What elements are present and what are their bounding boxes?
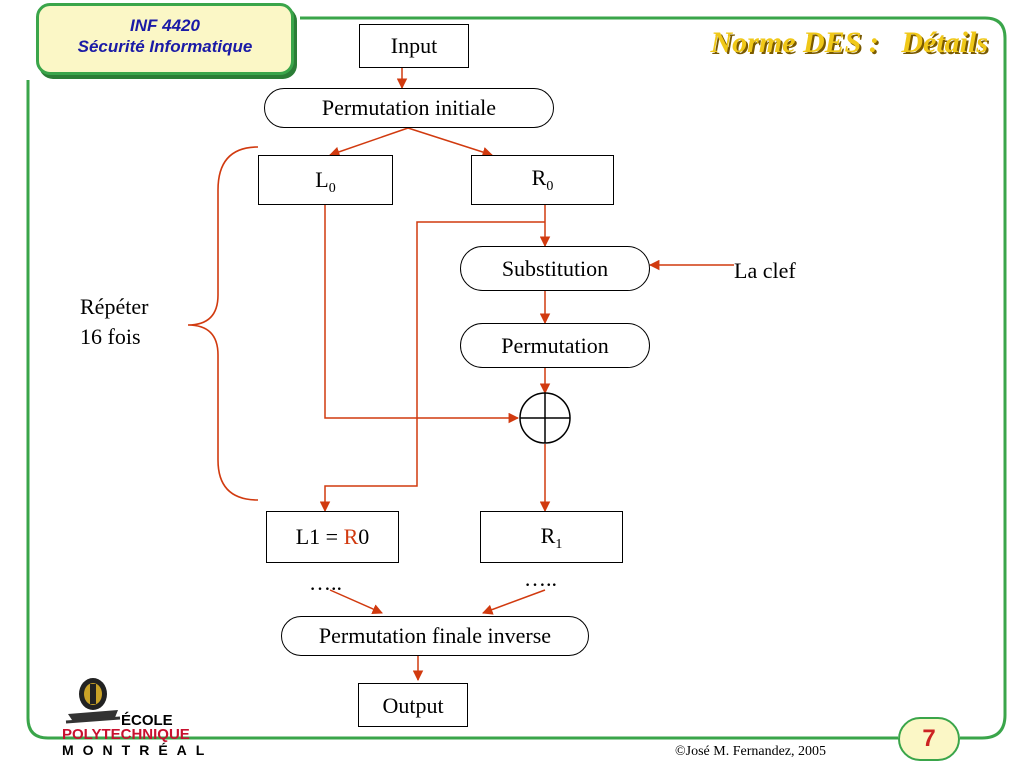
course-code: INF 4420	[130, 16, 200, 35]
l1-suffix: 0	[358, 524, 370, 549]
output-label: Output	[382, 693, 444, 718]
arrow-l0-to-xor	[324, 205, 520, 424]
l0-letter: L	[315, 167, 329, 192]
arrow-r0-to-l1	[319, 221, 545, 513]
initial-permutation-label: Permutation initiale	[321, 95, 497, 120]
r0-box: R0	[471, 155, 614, 205]
l0-index: 0	[328, 181, 336, 196]
substitution-box: Substitution	[460, 246, 650, 291]
r0-letter: R	[531, 165, 547, 190]
repeat-label-line2: 16 fois	[80, 324, 141, 349]
permutation-box: Permutation	[460, 323, 650, 368]
l1-highlight: R	[343, 524, 359, 549]
repeat-label: Répéter 16 fois	[80, 292, 148, 352]
slide-frame	[26, 16, 1007, 740]
arrow-ip-to-l0	[329, 127, 409, 157]
input-box: Input	[359, 24, 469, 68]
arrow-right-to-fp	[482, 589, 546, 615]
copyright: ©José M. Fernandez, 2005	[675, 744, 826, 759]
slide-title: Norme DES : Détails	[710, 26, 989, 59]
key-label: La clef	[734, 258, 796, 283]
r1-box: R1	[480, 511, 623, 563]
l0-box: L0	[258, 155, 393, 205]
repeat-label-line1: Répéter	[80, 294, 149, 319]
l1-box: L1 = R0	[266, 511, 399, 563]
arrow-ip-to-r0	[407, 127, 493, 158]
initial-permutation-box: Permutation initiale	[264, 88, 554, 128]
r1-index: 1	[555, 537, 563, 552]
r1-letter: R	[540, 523, 556, 548]
polytechnique-logo	[65, 678, 121, 724]
course-label: INF 4420 Sécurité Informatique	[36, 3, 294, 75]
input-label: Input	[390, 33, 438, 58]
repeat-brace	[187, 146, 259, 501]
substitution-label: Substitution	[501, 256, 609, 281]
final-permutation-box: Permutation finale inverse	[281, 616, 589, 656]
output-box: Output	[358, 683, 468, 727]
ellipsis-right: …..	[524, 566, 557, 591]
l1-prefix: L1 =	[295, 524, 344, 549]
ellipsis-left: …..	[309, 570, 342, 595]
permutation-label: Permutation	[501, 333, 609, 358]
logo-line1: ÉCOLE	[121, 712, 173, 729]
logo-line2: POLYTECHNIQUE	[62, 726, 190, 743]
course-name: Sécurité Informatique	[77, 37, 253, 56]
r0-index: 0	[546, 179, 554, 194]
xor-icon	[519, 392, 571, 444]
arrow-left-to-fp	[329, 589, 383, 614]
final-permutation-label: Permutation finale inverse	[318, 623, 552, 648]
page-number: 7	[898, 717, 960, 761]
crest-icon	[65, 678, 121, 724]
logo-line3: MONTRÉAL	[62, 742, 214, 758]
